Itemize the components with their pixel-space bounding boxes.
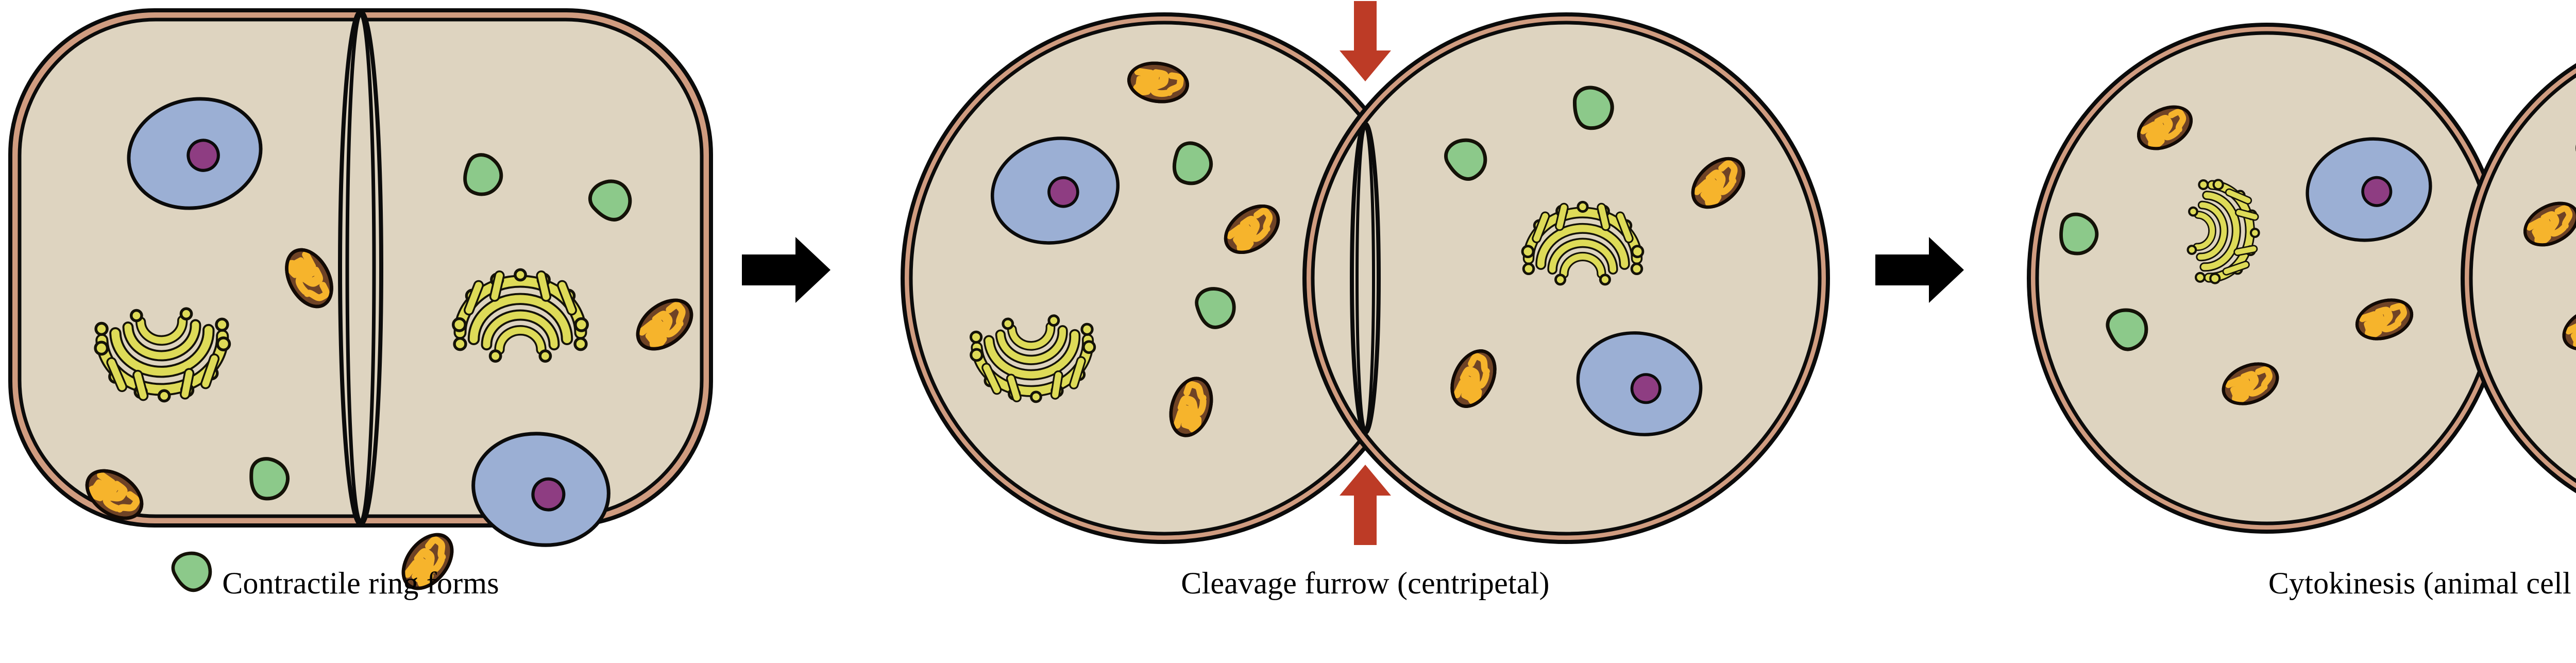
contractile-ring-icon (338, 9, 383, 526)
cell-membrane (2027, 23, 2507, 534)
arrow-down-icon (1340, 1, 1391, 81)
stage-cytokinesis-complete: Cytokinesis (animal cell division) (2009, 0, 2576, 663)
stage-contractile-ring: Contractile ring forms (0, 0, 721, 663)
arrow-up-icon (1340, 465, 1391, 545)
transition-arrow-2 (1875, 237, 1968, 304)
contractile-ring-icon (1350, 122, 1381, 435)
transition-arrow-1 (742, 237, 835, 304)
cell-membrane (2461, 63, 2576, 494)
furrow-arrow-top (1340, 1, 1391, 83)
stage-2-cell-illustration (901, 12, 1830, 544)
arrow-right-icon (742, 237, 831, 303)
stage-1-caption: Contractile ring forms (222, 566, 499, 600)
arrow-right-icon (1875, 237, 1964, 303)
stage-2-caption: Cleavage furrow (centripetal) (1181, 566, 1550, 600)
stage-cleavage-furrow: Cleavage furrow (centripetal) (876, 0, 1855, 663)
stage-3-cell-illustration (2027, 23, 2576, 534)
stage-3-caption: Cytokinesis (animal cell division) (2268, 566, 2576, 600)
furrow-arrow-bottom (1340, 463, 1391, 545)
stage-1-cell-illustration (8, 8, 713, 567)
